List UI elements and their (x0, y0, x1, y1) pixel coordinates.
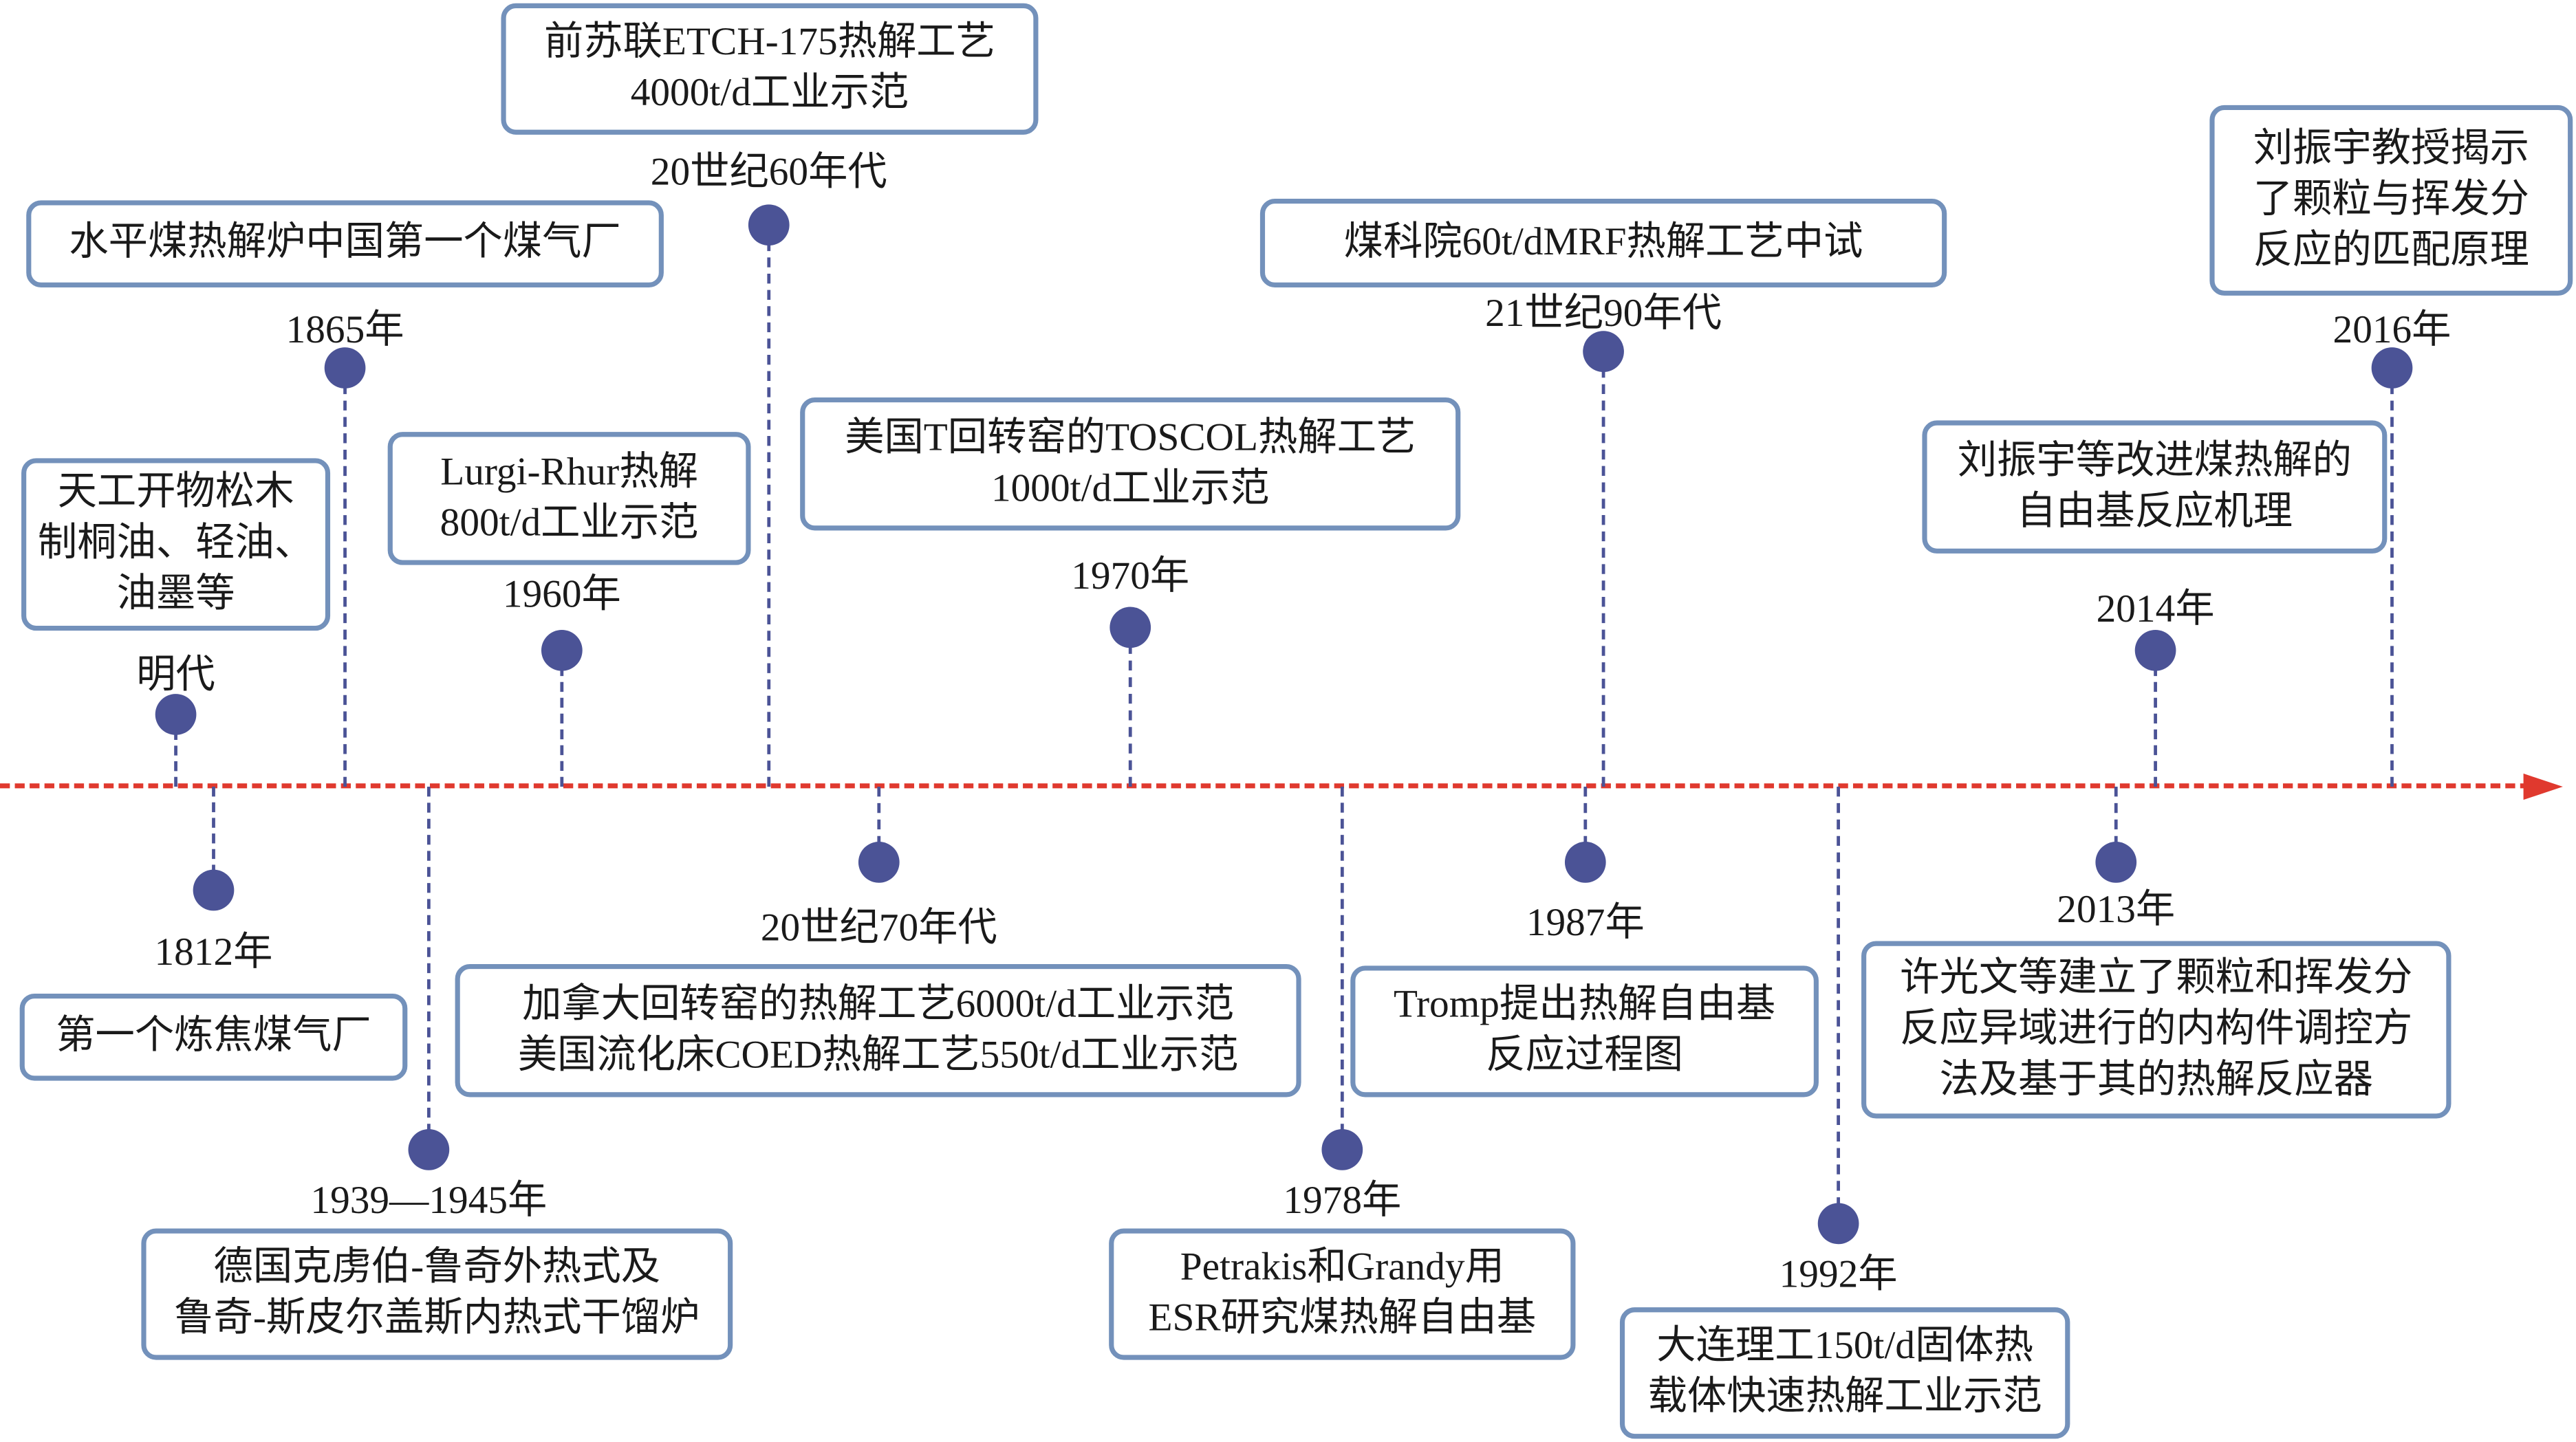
event-description-box: 德国克虏伯-鲁奇外热式及鲁奇-斯皮尔盖斯内热式干馏炉 (141, 1228, 733, 1360)
event-description-box: 刘振宇等改进煤热解的自由基反应机理 (1922, 420, 2388, 554)
arrow-right-icon (2523, 773, 2563, 800)
event-description-line: 油墨等 (116, 573, 235, 616)
event-marker (1583, 331, 1624, 372)
event-description-line: Lurgi-Rhur热解 (440, 450, 698, 494)
connector-line (877, 787, 881, 862)
event-year-label: 1970年 (1071, 556, 1190, 599)
event-description-line: Petrakis和Grandy用 (1180, 1246, 1504, 1289)
event-marker (2095, 842, 2137, 883)
event-year-label: 2016年 (2333, 309, 2451, 353)
connector-line (1601, 351, 1605, 787)
connector-line (2390, 368, 2394, 787)
event-marker (1564, 842, 1606, 883)
connector-line (1583, 787, 1588, 862)
connector-line (560, 650, 564, 787)
event-marker (155, 694, 197, 735)
event-description-line: 天工开物松木 (57, 471, 294, 514)
event-description-line: 美国T回转窑的TOSCOL热解工艺 (845, 416, 1416, 459)
event-year-label: 2013年 (2057, 889, 2176, 932)
event-description-line: 自由基反应机理 (2016, 490, 2293, 534)
event-description-line: 鲁奇-斯皮尔盖斯内热式干馏炉 (174, 1297, 700, 1340)
event-description-line: 载体快速热解工业示范 (1647, 1376, 2042, 1419)
event-description-line: 反应的匹配原理 (2253, 229, 2529, 272)
event-marker (541, 629, 583, 671)
event-description-box: 第一个炼焦煤气厂 (19, 993, 408, 1081)
event-description-line: 法及基于其的热解反应器 (1939, 1058, 2374, 1102)
event-description-line: 反应异域进行的内构件调控方 (1900, 1007, 2413, 1051)
event-description-line: 4000t/d工业示范 (630, 72, 909, 116)
event-description-line: 美国流化床COED热解工艺550t/d工业示范 (517, 1034, 1239, 1077)
event-description-box: 许光文等建立了颗粒和挥发分反应异域进行的内构件调控方法及基于其的热解反应器 (1861, 941, 2451, 1119)
connector-line (767, 225, 771, 787)
event-description-line: 了颗粒与挥发分 (2253, 178, 2529, 221)
event-description-box: Tromp提出热解自由基反应过程图 (1350, 965, 1819, 1097)
connector-line (174, 714, 177, 787)
event-marker (858, 842, 900, 883)
event-marker (324, 347, 366, 389)
event-marker (408, 1129, 450, 1170)
event-year-label: 2014年 (2096, 589, 2215, 632)
event-description-line: 煤科院60t/dMRF热解工艺中试 (1343, 221, 1863, 264)
connector-line (1837, 787, 1841, 1224)
event-description-line: 800t/d工业示范 (440, 501, 699, 545)
event-description-box: Lurgi-Rhur热解 800t/d工业示范 (387, 432, 751, 565)
event-description-line: 第一个炼焦煤气厂 (56, 1015, 371, 1058)
event-year-label: 明代 (136, 654, 215, 697)
event-marker (2371, 347, 2413, 389)
event-description-box: 天工开物松木制桐油、轻油、油墨等 (21, 458, 331, 631)
event-year-label: 1992年 (1779, 1254, 1898, 1297)
event-year-label: 1960年 (502, 573, 621, 617)
event-description-line: 制桐油、轻油、 (37, 522, 314, 565)
event-description-box: 煤科院60t/dMRF热解工艺中试 (1259, 198, 1947, 287)
connector-line (2154, 650, 2157, 787)
event-marker (2134, 629, 2176, 671)
connector-line (426, 787, 431, 1150)
event-year-label: 1939—1945年 (310, 1180, 548, 1223)
event-description-line: 1000t/d工业示范 (991, 467, 1270, 510)
connector-line (1340, 787, 1344, 1150)
event-description-line: 刘振宇等改进煤热解的 (1957, 439, 2352, 482)
event-description-line: 德国克虏伯-鲁奇外热式及 (213, 1246, 661, 1289)
event-description-line: Tromp提出热解自由基 (1393, 983, 1776, 1027)
event-description-line: 大连理工150t/d固体热 (1656, 1325, 2034, 1368)
event-description-box: 加拿大回转窑的热解工艺6000t/d工业示范美国流化床COED热解工艺550t/… (455, 963, 1301, 1097)
event-description-box: 水平煤热解炉中国第一个煤气厂 (26, 200, 664, 287)
event-description-box: Petrakis和Grandy用 ESR研究煤热解自由基 (1109, 1228, 1576, 1360)
event-description-line: 水平煤热解炉中国第一个煤气厂 (69, 221, 621, 265)
event-year-label: 1812年 (154, 932, 273, 975)
event-description-line: 刘振宇教授揭示 (2253, 127, 2529, 171)
event-description-line: 许光文等建立了颗粒和挥发分 (1900, 957, 2413, 1000)
event-marker (1110, 607, 1151, 648)
event-description-box: 刘振宇教授揭示了颗粒与挥发分反应的匹配原理 (2209, 105, 2573, 296)
event-year-label: 20世纪60年代 (650, 151, 887, 195)
event-description-line: 前苏联ETCH-175热解工艺 (543, 21, 995, 65)
event-description-line: 反应过程图 (1486, 1034, 1683, 1078)
connector-line (1128, 627, 1132, 787)
event-year-label: 1865年 (285, 309, 404, 353)
event-marker (193, 869, 235, 911)
event-year-label: 20世纪70年代 (760, 907, 997, 950)
connector-line (2114, 787, 2118, 862)
event-description-line: ESR研究煤热解自由基 (1148, 1297, 1537, 1340)
event-marker (1321, 1129, 1363, 1170)
timeline-axis (0, 783, 2531, 789)
event-year-label: 1987年 (1526, 902, 1645, 946)
event-description-box: 大连理工150t/d固体热载体快速热解工业示范 (1619, 1307, 2070, 1439)
event-marker (1817, 1203, 1859, 1245)
event-description-box: 前苏联ETCH-175热解工艺 4000t/d工业示范 (501, 3, 1039, 135)
event-description-box: 美国T回转窑的TOSCOL热解工艺 1000t/d工业示范 (800, 397, 1461, 531)
connector-line (343, 368, 347, 787)
connector-line (212, 787, 215, 891)
event-year-label: 21世纪90年代 (1485, 293, 1722, 336)
event-year-label: 1978年 (1283, 1180, 1402, 1223)
event-description-line: 加拿大回转窑的热解工艺6000t/d工业示范 (522, 983, 1235, 1026)
event-marker (748, 204, 790, 246)
